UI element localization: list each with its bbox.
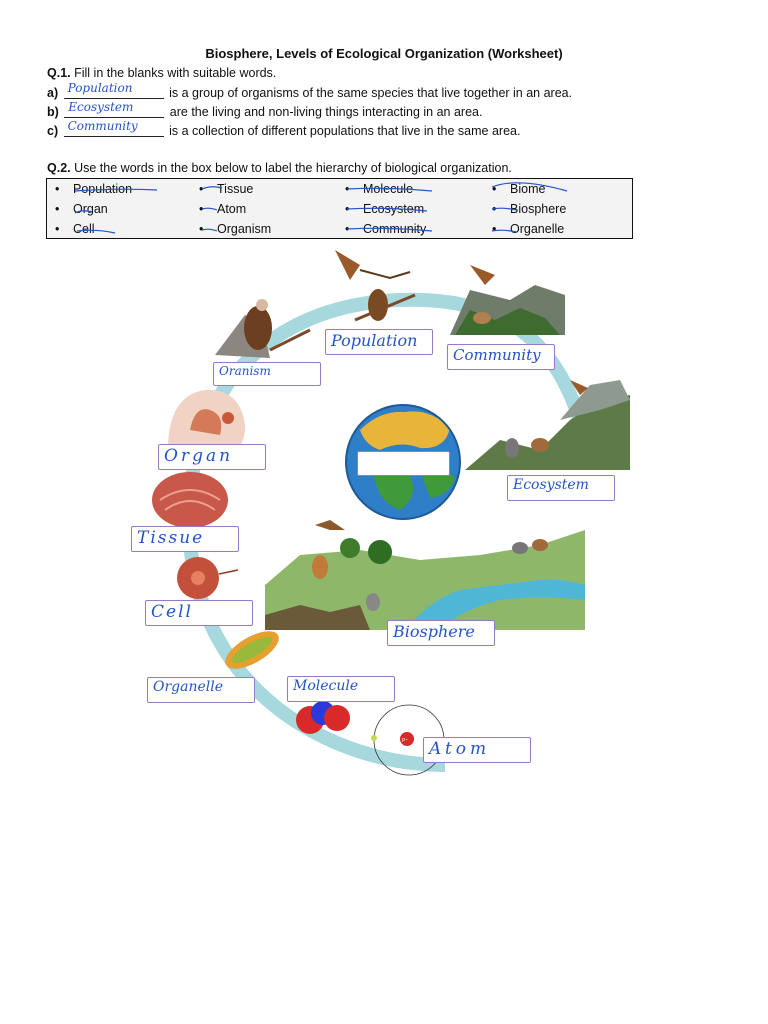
organ-icon [168,389,245,445]
tissue-icon [152,472,228,528]
label-biosphere[interactable]: Biosphere [387,620,495,646]
label-ecosystem[interactable]: Ecosystem [507,475,615,501]
ecosystem-scene-icon [465,380,630,470]
label-atom[interactable]: Atom [423,737,531,763]
label-globe-blank[interactable] [357,451,450,476]
q2-text: Use the words in the box below to label … [74,161,512,175]
label-organelle[interactable]: Organelle [147,677,255,703]
word-bank-box: •Population •Tissue •Molecule •Biome •Or… [46,178,633,239]
label-tissue[interactable]: Tissue [131,526,239,552]
q1-item-b: b) Ecosystem are the living and non-livi… [47,100,483,119]
q2-instruction: Q.2. Use the words in the box below to l… [47,161,512,175]
label-population[interactable]: Population [325,329,433,355]
proton-label: P⁺ [402,738,408,744]
handwritten-answer: Population [67,81,133,95]
answer-blank[interactable]: Population [63,81,164,99]
handwritten-answer: Community [67,119,138,133]
strike-marks [74,182,568,234]
biosphere-landscape-icon [265,520,585,630]
vulture-organism-icon [215,299,311,358]
word-bank-item: •Atom [199,202,247,216]
label-community[interactable]: Community [447,344,555,370]
label-organism[interactable]: Oranism [213,362,321,386]
community-scene-icon [450,265,565,335]
cell-icon [177,557,239,599]
handwritten-answer: Ecosystem [68,100,134,114]
label-organ[interactable]: Organ [158,444,266,470]
word-bank-item: •Organelle [492,222,565,236]
q1-item-text: are the living and non-living things int… [169,105,483,119]
answer-blank[interactable]: Community [63,119,164,137]
q1-item-letter: a) [47,86,59,100]
q1-item-letter: b) [47,105,59,119]
q2-label: Q.2. [47,161,71,175]
word-bank-item: •Organism [199,222,272,236]
bird-population-icon [335,250,416,322]
q1-item-text: is a collection of different populations… [169,124,521,138]
q1-item-c: c) Community is a collection of differen… [47,119,521,138]
word-bank-item: •Cell [55,222,95,236]
organelle-icon [225,631,279,669]
molecule-icon [296,701,350,734]
word-bank-item: •Tissue [199,182,254,196]
q1-text: Fill in the blanks with suitable words. [74,66,277,80]
q1-item-letter: c) [47,124,59,138]
label-molecule[interactable]: Molecule [287,676,395,702]
answer-blank[interactable]: Ecosystem [64,100,165,118]
label-cell[interactable]: Cell [145,600,253,626]
word-bank-item: •Organ [55,202,108,216]
q1-label: Q.1. [47,66,71,80]
q1-instruction: Q.1. Fill in the blanks with suitable wo… [47,66,276,80]
q1-item-a: a) Population is a group of organisms of… [47,81,573,100]
worksheet-title: Biosphere, Levels of Ecological Organiza… [205,46,563,61]
word-bank-item: •Biome [492,182,546,196]
q1-item-text: is a group of organisms of the same spec… [169,86,573,100]
